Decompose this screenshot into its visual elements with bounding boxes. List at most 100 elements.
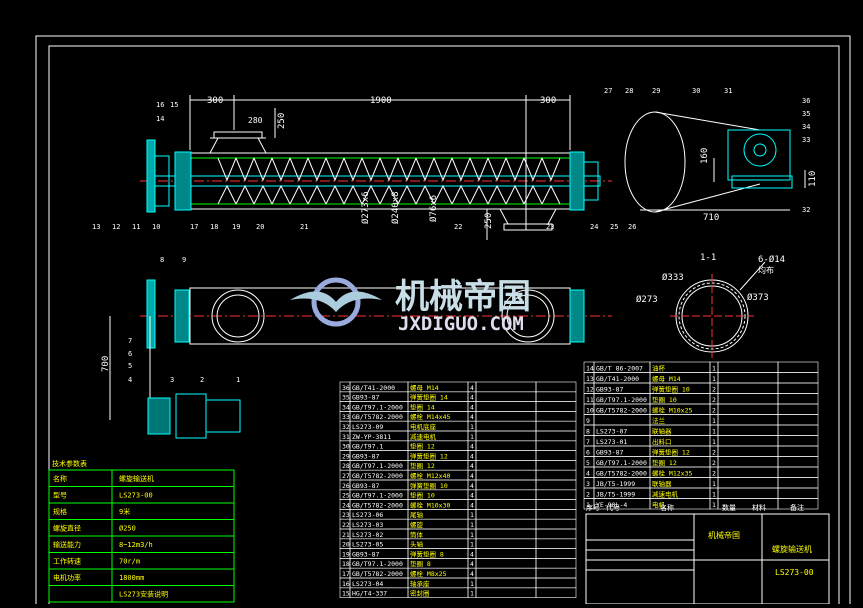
- bom-text: 弹簧垫圈 14: [410, 393, 448, 402]
- dim-250-top: 250: [277, 113, 287, 129]
- bom-text: 垫圈 10: [410, 491, 435, 500]
- flight-upper: [541, 157, 561, 182]
- bom-text: 1: [712, 428, 716, 436]
- bom-cell: [535, 381, 577, 393]
- part-label: 23: [546, 223, 554, 231]
- bom-text: GB93-87: [352, 394, 379, 402]
- bom-header: 材料: [752, 503, 766, 512]
- dim-phi76: Ø76x6: [428, 195, 439, 222]
- bom-cell: [717, 445, 779, 457]
- part-label: 15: [170, 101, 178, 109]
- bom-text: HG/T4-337: [352, 590, 387, 598]
- flight-lower: [523, 184, 543, 205]
- flight-lower: [361, 184, 381, 205]
- bom-text: 垫圈 10: [652, 395, 677, 404]
- bom-cell: [777, 466, 819, 478]
- bom-text: GB93-87: [352, 452, 379, 460]
- drive-motor: [205, 399, 241, 433]
- bom-cell: [475, 450, 537, 461]
- bom-text: 头轴: [410, 540, 424, 549]
- bom-text: GB/T5782-2000: [352, 413, 403, 421]
- bom-text: GB/T 86-2007: [596, 365, 643, 373]
- bom-cell: [717, 403, 779, 415]
- bom-text: 4: [470, 452, 474, 460]
- part-label: 11: [132, 223, 140, 231]
- top-view: [109, 279, 612, 439]
- flight-upper: [343, 157, 363, 182]
- spec-key: 规格: [53, 507, 67, 516]
- outlet-flange: [503, 223, 553, 231]
- bom-text: 19: [342, 550, 350, 558]
- bom-cell: [777, 403, 819, 415]
- flight-lower: [451, 184, 471, 205]
- bom-text: 电机底座: [410, 422, 437, 431]
- bom-cell: [475, 430, 537, 442]
- bom-text: LS273-05: [352, 541, 383, 549]
- bom-cell: [535, 509, 577, 520]
- bom-text: GB93-87: [596, 449, 623, 457]
- bom-cell: [777, 414, 819, 426]
- flight-upper: [505, 157, 525, 182]
- bom-text: LS273-06: [352, 511, 383, 519]
- bom-cell: [535, 567, 577, 579]
- spec-cell: [111, 585, 235, 603]
- bom-text: 35: [342, 394, 350, 402]
- bom-cell: [535, 450, 577, 461]
- bom-text: 弹簧垫圈 12: [410, 451, 448, 460]
- part-label: 25: [610, 223, 618, 231]
- part-label: 36: [802, 97, 810, 105]
- bom-text: 2: [712, 449, 716, 457]
- spec-value: 9米: [119, 507, 130, 516]
- bom-text: 12: [586, 386, 594, 394]
- dim-phi273: Ø273x6: [360, 191, 371, 224]
- bom-header: 代号: [606, 503, 620, 512]
- bom-text: 1: [712, 501, 716, 509]
- part-label: 8: [160, 256, 164, 264]
- dim-110: 110: [808, 171, 818, 187]
- bom-cell: [475, 479, 537, 491]
- bom-text: 垫圈 14: [410, 402, 435, 411]
- part-label: 26: [628, 223, 636, 231]
- title-company: 机械帝国: [708, 530, 740, 540]
- bom-text: 4: [470, 443, 474, 451]
- bom-text: 1: [470, 521, 474, 529]
- bom-cell: [535, 440, 577, 451]
- flight-upper: [469, 157, 489, 182]
- bom-cell: [535, 401, 577, 412]
- dim-710: 710: [703, 213, 719, 223]
- bom-text: 1: [712, 491, 716, 499]
- bom-text: 4: [470, 472, 474, 480]
- end-plate-left: [174, 151, 192, 211]
- bom-text: 33: [342, 413, 350, 421]
- inlet-hopper: [209, 137, 267, 154]
- bom-text: 出料口: [652, 437, 672, 446]
- section-view: [670, 261, 766, 358]
- bom-cell: [717, 477, 779, 489]
- part-label: 3: [170, 376, 174, 384]
- bom-cell: [535, 489, 577, 500]
- bom-text: 4: [470, 550, 474, 558]
- bom-text: 1: [712, 417, 716, 425]
- part-label: 17: [190, 223, 198, 231]
- bom-text: 2: [712, 396, 716, 404]
- part-label: 24: [590, 223, 598, 231]
- bom-text: 尾轴: [410, 510, 424, 519]
- part-label: 27: [604, 87, 612, 95]
- bom-text: 螺栓 M14x45: [410, 412, 450, 421]
- section-phi273: Ø273: [636, 294, 658, 305]
- part-label: 22: [454, 223, 462, 231]
- bom-text: 1: [712, 375, 716, 383]
- bom-text: GB/T5782-2000: [352, 472, 403, 480]
- bom-cell: [475, 411, 537, 422]
- bom-text: 7: [586, 438, 590, 446]
- bom-cell: [475, 558, 537, 569]
- flight-upper: [325, 157, 345, 182]
- bom-cell: [717, 393, 779, 405]
- flight-lower: [433, 184, 453, 205]
- bom-text: 电机: [652, 500, 666, 509]
- flight-lower: [307, 184, 327, 205]
- spec-value: LS273安装说明: [119, 590, 168, 599]
- dim-700: 700: [101, 356, 111, 372]
